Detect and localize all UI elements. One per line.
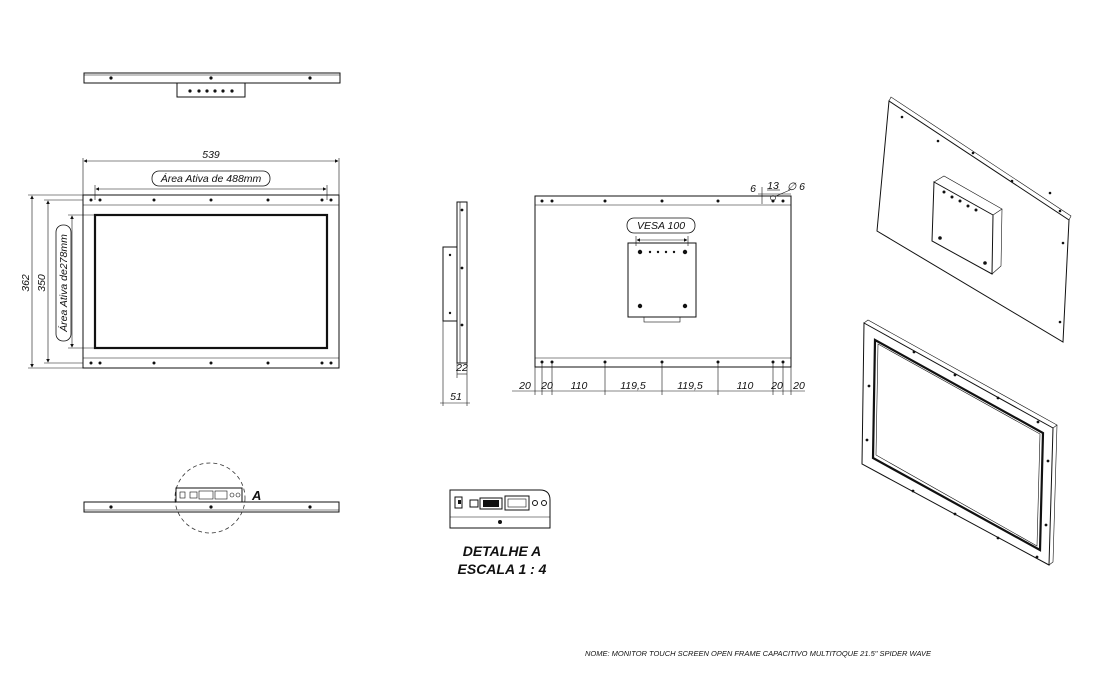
rear-dim-3: 110 [571,380,588,392]
width-dimension: 539 [202,149,220,161]
rear-dim-2: 20 [540,380,553,392]
vesa-label: VESA 100 [637,220,685,232]
rear-view: VESA 100 6 13 ∅ 6 20 20 110 119,5 119,5 … [512,180,805,395]
hole-spacing-dimension: 13 [767,180,779,192]
front-view: 539 Área Ativa de 488mm 362 [20,149,340,369]
inner-height-dimension: 350 [36,274,48,292]
side-depth-dimension: 22 [455,362,468,374]
active-height-label: Área Ativa de278mm [57,234,70,333]
isometric-rear-view [876,96,1072,343]
active-width-label: Área Ativa de 488mm [160,172,262,185]
detail-marker-a: A [251,488,261,503]
detail-title: DETALHE A [463,543,542,559]
detail-scale: ESCALA 1 : 4 [458,561,547,577]
drawing-name: NOME: MONITOR TOUCH SCREEN OPEN FRAME CA… [585,649,932,658]
rear-dim-6: 110 [737,380,754,392]
rear-dim-1: 20 [518,380,531,392]
rear-dim-4: 119,5 [620,380,646,392]
detail-a-view: DETALHE A ESCALA 1 : 4 [449,489,551,577]
bottom-view: A [83,462,340,534]
side-view: 22 51 [440,201,470,406]
isometric-front-view [861,319,1058,566]
height-dimension: 362 [20,274,32,292]
total-depth-dimension: 51 [450,391,462,403]
rear-dim-8: 20 [792,380,805,392]
hole-offset-dimension: 6 [750,183,756,195]
hole-diameter-dimension: ∅ 6 [787,181,805,193]
rear-dim-5: 119,5 [677,380,703,392]
rear-dim-7: 20 [770,380,783,392]
top-view [83,72,341,98]
